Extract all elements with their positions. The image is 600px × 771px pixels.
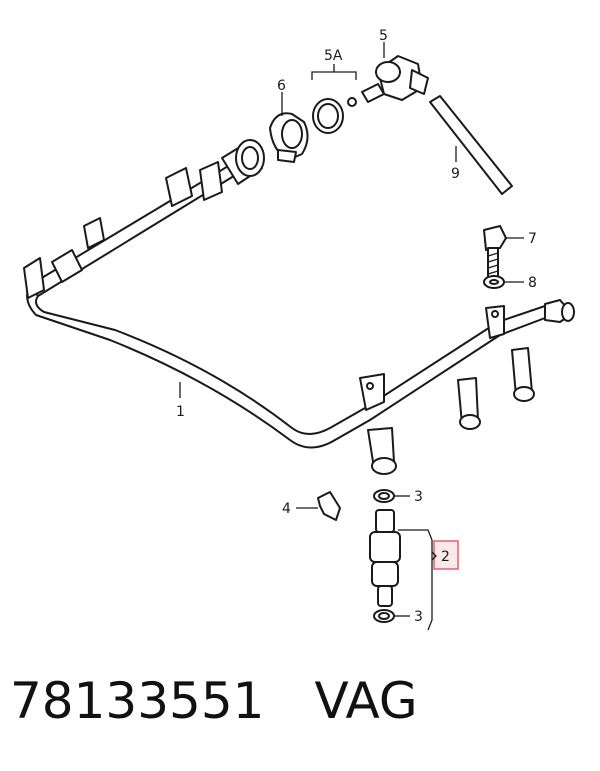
- callout-8: 8: [528, 275, 537, 291]
- callout-3-lower: 3: [414, 609, 423, 625]
- washer-8: [483, 275, 505, 289]
- callout-2-highlight: 2: [431, 540, 459, 570]
- pressure-regulator: [361, 55, 429, 103]
- callout-9: 9: [451, 166, 460, 182]
- callout-7: 7: [528, 231, 537, 247]
- callout-5a: 5A: [324, 48, 343, 64]
- retaining-clip-4: [317, 491, 341, 521]
- callout-3-upper: 3: [414, 489, 423, 505]
- callout-1: 1: [176, 404, 185, 420]
- callout-6: 6: [277, 78, 286, 94]
- callout-5: 5: [379, 28, 388, 44]
- seal-ring-lower: [373, 609, 395, 623]
- footer-caption: 78133551 VAG: [10, 672, 590, 752]
- callout-2: 2: [441, 549, 450, 565]
- brand-name: VAG: [314, 672, 418, 730]
- seal-ring-upper: [373, 489, 395, 503]
- parts-diagram: 1 5 5A 6 9 7 8 4 3 3 2: [23, 28, 575, 631]
- fuel-rail-frame: [23, 139, 575, 475]
- hose-9: [429, 95, 513, 195]
- o-ring-5a: [312, 97, 357, 134]
- leader-lines: [179, 42, 524, 631]
- bolt-7: [483, 225, 507, 279]
- injector-2: [369, 509, 401, 607]
- clamp-6: [269, 112, 309, 163]
- part-number: 78133551: [10, 672, 265, 730]
- callout-4: 4: [282, 501, 291, 517]
